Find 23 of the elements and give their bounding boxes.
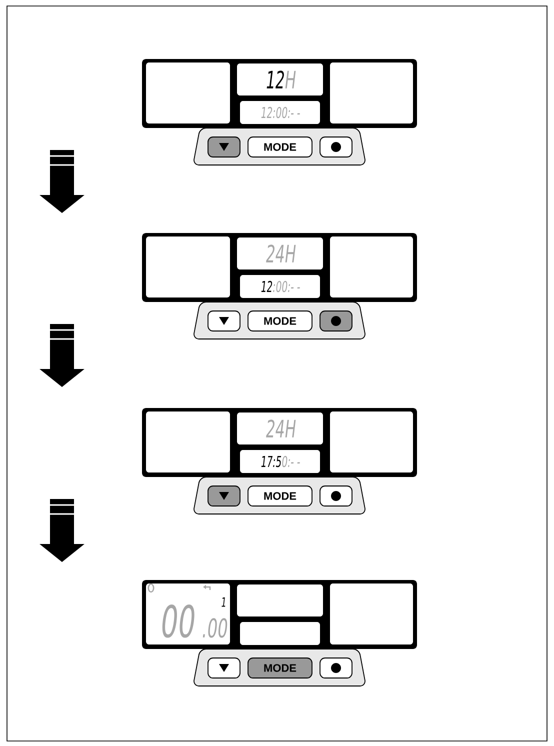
display-segment [146, 236, 230, 298]
display-digits: .00 [202, 618, 228, 638]
display-segment: 17:50:- - [240, 450, 320, 473]
display-segment: 12H [237, 64, 323, 96]
display-digits: 00 [162, 604, 194, 638]
display-segment: 12:00:- - [240, 275, 320, 298]
display-segment: 24H [237, 412, 323, 444]
button: MODE [248, 658, 312, 678]
button: MODE [248, 136, 312, 158]
display-segment [146, 412, 230, 472]
display-segment [330, 236, 413, 298]
display-segment: 24H [237, 238, 323, 270]
display-segment [240, 622, 320, 645]
display-digits: 1 [222, 597, 226, 607]
button: MODE [248, 310, 312, 332]
display-segment [330, 62, 413, 124]
display-segment [330, 584, 413, 644]
button: MODE [248, 486, 312, 506]
display-segment: 12:00:- - [240, 101, 320, 124]
display-segment [146, 62, 230, 124]
display-segment [237, 584, 323, 616]
display-segment [146, 584, 230, 644]
display-segment [330, 412, 413, 472]
